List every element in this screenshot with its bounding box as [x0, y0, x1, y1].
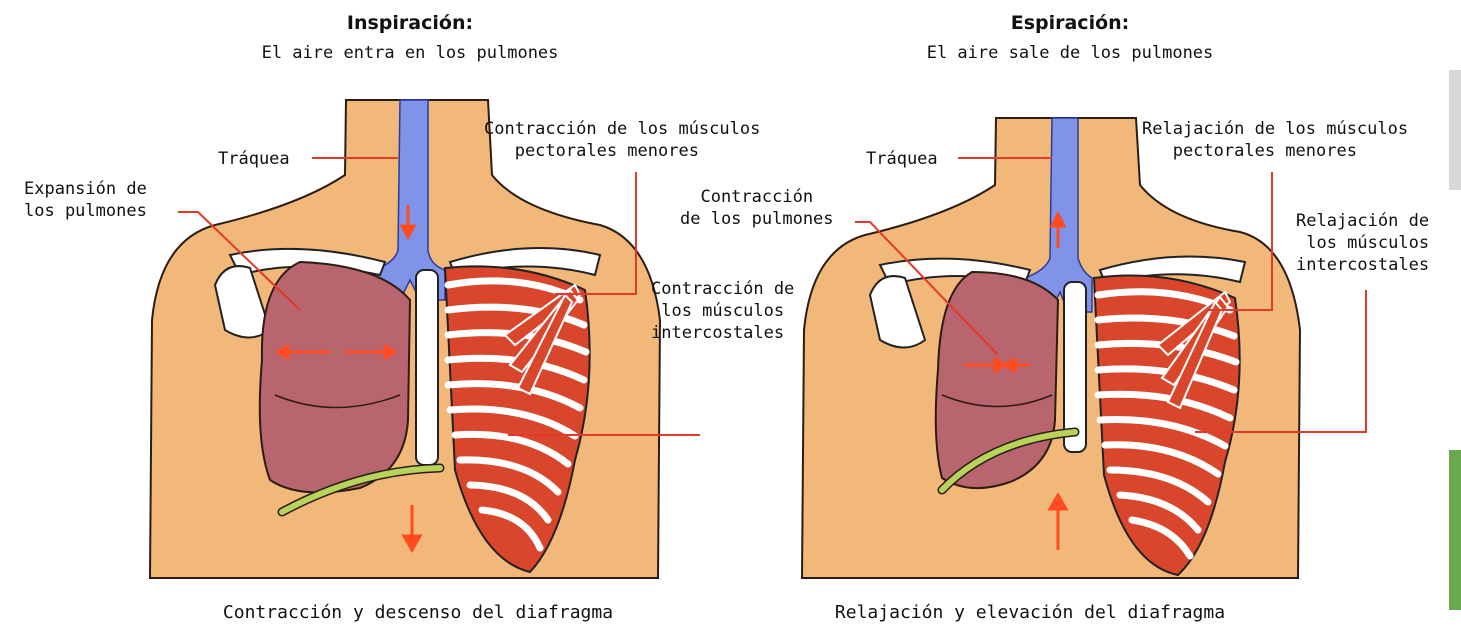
label-lung-contraction: Contracción de los pulmones	[680, 186, 834, 230]
label-pectoral-relaxation: Relajación de los músculos pectorales me…	[1142, 118, 1408, 162]
inspiration-subtitle: El aire entra en los pulmones	[200, 42, 620, 64]
inspiration-title: Inspiración:	[200, 12, 620, 34]
label-lung-expansion: Expansión de los pulmones	[24, 178, 147, 222]
sternum	[416, 270, 438, 465]
cropped-neighbor-image-edge	[1449, 70, 1461, 610]
expiration-caption: Relajación y elevación del diafragma	[770, 602, 1290, 624]
inspiration-diagram	[0, 0, 700, 631]
sternum	[1064, 282, 1086, 452]
lung	[260, 262, 410, 493]
expiration-subtitle: El aire sale de los pulmones	[860, 42, 1280, 64]
label-trachea: Tráquea	[218, 148, 290, 170]
expiration-diagram	[680, 0, 1380, 631]
label-trachea: Tráquea	[866, 148, 938, 170]
inspiration-caption: Contracción y descenso del diafragma	[158, 602, 678, 624]
label-intercostal-relaxation: Relajación de los músculos intercostales	[1296, 210, 1429, 276]
inspiration-panel: Inspiración: El aire entra en los pulmon…	[0, 0, 700, 631]
expiration-title: Espiración:	[860, 12, 1280, 34]
expiration-panel: Espiración: El aire sale de los pulmones…	[680, 0, 1380, 631]
